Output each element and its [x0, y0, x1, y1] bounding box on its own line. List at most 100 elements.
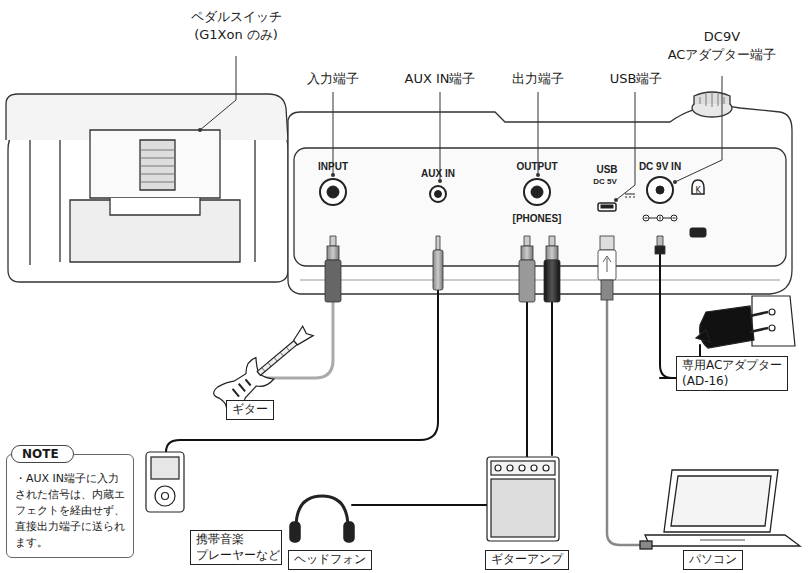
headphones-part: [290, 522, 300, 542]
device-label: ヘッドフォン: [288, 550, 372, 570]
plugs-part: [519, 260, 535, 302]
device-label: ギター: [226, 400, 274, 420]
ac-adapter-part: [752, 296, 795, 346]
laptop-part: [645, 535, 800, 546]
guitar-amp: [487, 457, 559, 541]
guitar-part: [290, 325, 313, 347]
plugs-part: [600, 236, 614, 250]
note-box: NOTE・AUX IN端子に入力された信号は、内蔵エフェクトを経由せず、直接出力…: [6, 454, 134, 558]
plugs-part: [524, 236, 530, 246]
ac-adapter-part: [769, 309, 775, 315]
box-text: パソコン: [689, 552, 737, 568]
guitar-amp-part: [543, 465, 549, 471]
ac-adapter: [696, 296, 795, 348]
headphones: [290, 496, 354, 542]
jacks-part: K: [695, 186, 701, 195]
plugs-part: [325, 260, 341, 302]
laptop: [640, 470, 800, 549]
main-unit-part: [300, 279, 780, 280]
ac-adapter-part: [696, 330, 710, 342]
cables: [166, 252, 700, 545]
jacks-part: [656, 186, 664, 194]
guitar-amp-part: [519, 465, 525, 471]
cables-part: [660, 252, 672, 378]
leader-lines-part: [675, 76, 722, 182]
part-label: 出力端子: [512, 70, 564, 88]
leader-dots-part: [198, 128, 202, 132]
plugs-part: [657, 236, 663, 246]
leader-dots-part: [438, 179, 442, 183]
part-label: 入力端子: [307, 70, 359, 88]
jacks-part: [625, 194, 635, 197]
jacks-part: [692, 180, 704, 194]
plugs-part: [521, 246, 533, 260]
box-text: 専用ACアダプター (AD-16): [682, 358, 782, 389]
box-text: ギターアンプ: [491, 552, 563, 568]
ac-adapter-part: [769, 325, 775, 331]
jacks-part: [524, 179, 550, 205]
leader-dots-part: [673, 180, 677, 184]
pedal-unit-part: [140, 150, 175, 182]
cables-part: [607, 300, 640, 545]
jacks-part: [601, 205, 613, 208]
plugs-part: [330, 236, 336, 246]
cables-part: [262, 300, 333, 378]
leader-dots: [198, 128, 677, 202]
leader-dots-part: [331, 173, 335, 177]
panel-marking: [PHONES]: [513, 212, 562, 226]
leader-dots-part: [536, 173, 540, 177]
plugs-part: [598, 250, 616, 280]
leader-lines-part: [200, 56, 236, 130]
part-label: USB端子: [610, 70, 663, 88]
plugs-part: [436, 236, 440, 250]
plugs-part: [433, 250, 443, 290]
plugs-part: [601, 280, 613, 300]
guitar-amp-part: [491, 461, 555, 475]
part-label: AUX IN端子: [404, 70, 475, 88]
headphones-part: [296, 496, 348, 528]
main-unit-part: [294, 148, 786, 266]
ac-adapter-part: [750, 312, 768, 332]
device-label: 携帯音楽 プレーヤーなど: [190, 530, 282, 565]
music-player-part: [162, 493, 169, 500]
panel-marking: INPUT: [318, 160, 348, 174]
jacks-part: [645, 217, 676, 220]
jacks: K: [320, 177, 706, 237]
guitar-amp-part: [531, 465, 537, 471]
panel-marking: OUTPUT: [516, 160, 557, 174]
leader-lines: [200, 56, 722, 200]
headphones-part: [344, 522, 354, 542]
device-label: パソコン: [683, 550, 743, 570]
pedal-unit-part: [140, 140, 175, 190]
pedal-unit-part: [90, 130, 220, 198]
leader-lines-part: [616, 92, 635, 200]
device-label: 専用ACアダプター (AD-16): [676, 356, 788, 391]
jacks-part: [327, 186, 339, 198]
plugs-part: [327, 246, 339, 260]
panel-marking: DC 5V: [593, 177, 617, 188]
guitar-part: [233, 379, 252, 397]
part-label: ペダルスイッチ (G1Xon のみ): [176, 8, 296, 43]
music-player: [146, 452, 184, 512]
part-label: DC9V ACアダプター端子: [662, 28, 782, 63]
leader-lines-part: [440, 92, 441, 180]
laptop-part: [671, 476, 771, 526]
box-text: 携帯音楽 プレーヤーなど: [196, 532, 276, 563]
jacks-part: [531, 186, 543, 198]
jacks-part: [320, 179, 346, 205]
jacks-part: [435, 191, 442, 198]
main-unit-part: [288, 106, 792, 294]
box-text: ヘッドフォン: [294, 552, 366, 568]
jacks-part: [647, 177, 673, 203]
pedal-unit-part: [30, 140, 255, 265]
main-unit: [288, 92, 792, 294]
panel-marking: AUX IN: [421, 167, 455, 181]
laptop-part: [664, 470, 778, 532]
pedal-unit: [6, 94, 288, 282]
guitar-part: [262, 347, 290, 371]
panel-marking: DC 9V IN: [639, 160, 681, 174]
plugs-part: [546, 246, 558, 260]
guitar-amp-part: [487, 457, 559, 541]
device-label: ギターアンプ: [485, 550, 569, 570]
panel-marking: USB: [596, 163, 617, 177]
